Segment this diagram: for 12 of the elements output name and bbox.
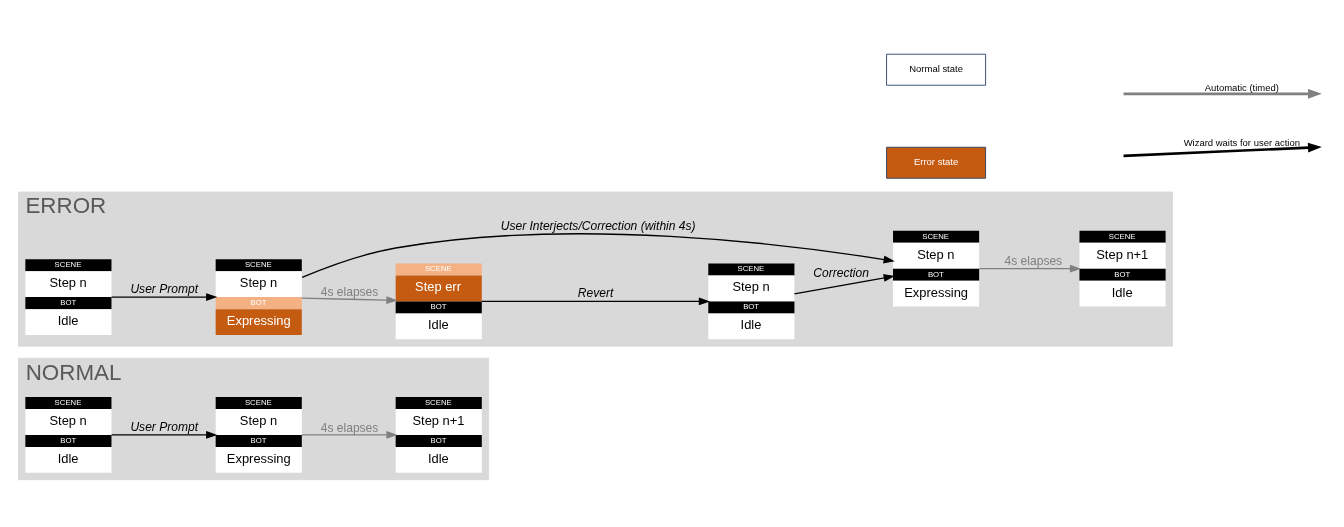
legend-label: Automatic (timed)	[1204, 82, 1279, 94]
edge-label: Correction	[813, 266, 869, 281]
legend-label: Error state	[913, 156, 959, 168]
legend-label: Wizard waits for user action	[1183, 137, 1300, 149]
edge-label: User Prompt	[130, 281, 199, 296]
edge-label: 4s elapses	[1004, 254, 1063, 269]
edge-label: User Prompt	[130, 419, 199, 434]
edge-label: 4s elapses	[320, 420, 379, 435]
edge-label: 4s elapses	[320, 284, 379, 299]
edge-label: Revert	[577, 286, 614, 301]
legend-label: Normal state	[909, 63, 963, 75]
edge-label: User Interjects/Correction (within 4s)	[500, 219, 696, 234]
